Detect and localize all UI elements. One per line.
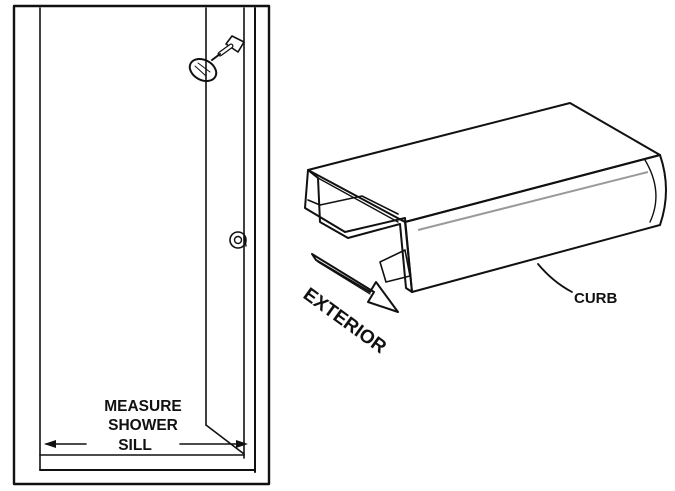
enclosure-outer-frame <box>12 4 271 486</box>
exterior-arrow-icon <box>311 253 399 313</box>
exterior-label: EXTERIOR <box>299 284 390 358</box>
shower-enclosure: MEASURE SHOWER SILL <box>12 4 271 486</box>
valve-knob-icon <box>229 231 247 249</box>
curb-lower-rail-1 <box>319 195 399 215</box>
curb-channel-profile <box>304 169 413 293</box>
curb-bottom-lip <box>379 249 411 283</box>
curb-highlight <box>417 171 649 231</box>
shower-head-icon <box>188 35 245 83</box>
curb-inner-edge <box>317 177 399 223</box>
curb-illustration: CURB <box>304 102 667 307</box>
curb-rounded-end <box>644 159 657 223</box>
curb-lower-rail-2 <box>307 199 321 206</box>
curb-leader-line <box>537 263 573 293</box>
floor-perspective-line <box>205 424 245 455</box>
curb-front-face <box>404 154 667 293</box>
curb-top-face <box>307 102 661 223</box>
measure-label-line3: SILL <box>118 437 152 454</box>
measure-dimension-line <box>44 440 248 448</box>
measure-label-line1: MEASURE <box>104 398 182 415</box>
curb-label: CURB <box>574 290 617 307</box>
measure-label-line2: SHOWER <box>108 417 178 434</box>
